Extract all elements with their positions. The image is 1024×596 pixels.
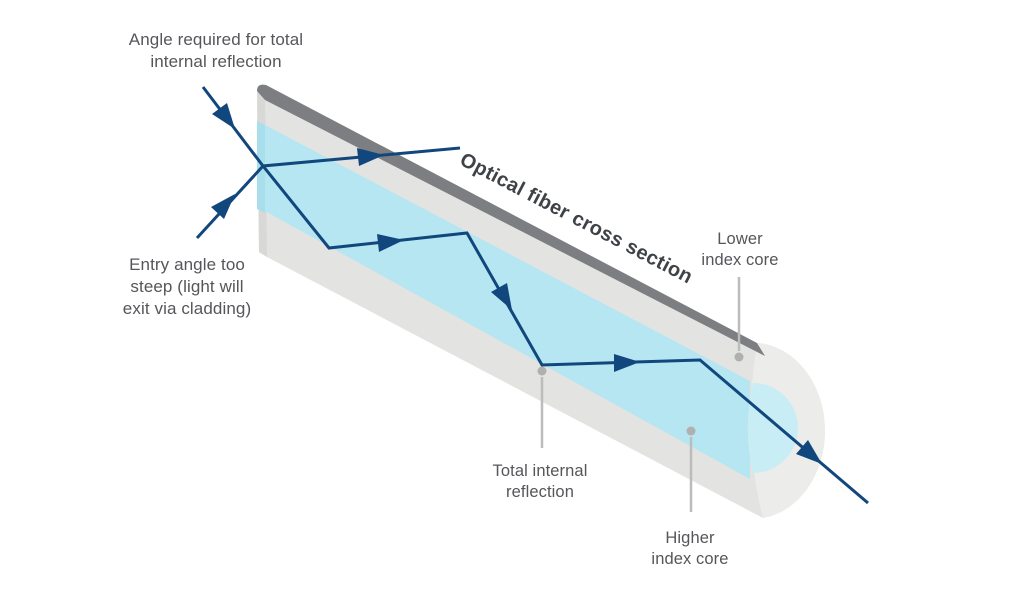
leader-higher-index xyxy=(686,426,696,512)
label-angle-required: Angle required for total internal reflec… xyxy=(128,30,304,72)
arrowhead-zigzag-1 xyxy=(377,234,404,252)
arrowhead-zigzag-2 xyxy=(491,283,512,310)
light-rays xyxy=(195,86,869,505)
arrowhead-incident-shallow xyxy=(212,103,235,129)
arrowhead-exit xyxy=(796,440,822,464)
arrowhead-incident-steep xyxy=(211,194,235,219)
fiber-top-edge xyxy=(257,84,765,356)
label-lower-index-core: Lower index core xyxy=(701,230,779,269)
label-total-internal-reflection: Total internal reflection xyxy=(492,462,588,501)
fiber-core-end xyxy=(747,383,798,473)
arrowhead-zigzag-3 xyxy=(614,354,640,372)
leader-dot-lower-index xyxy=(734,352,744,362)
arrowhead-cladding-exit xyxy=(357,148,384,166)
leader-total-internal xyxy=(537,366,547,448)
label-higher-index-core: Higher index core xyxy=(651,529,729,568)
leader-dot-total-internal xyxy=(537,366,547,376)
label-entry-too-steep: Entry angle too steep (light will exit v… xyxy=(122,255,252,319)
leader-dot-higher-index xyxy=(686,426,696,436)
leader-lower-index xyxy=(734,277,744,362)
